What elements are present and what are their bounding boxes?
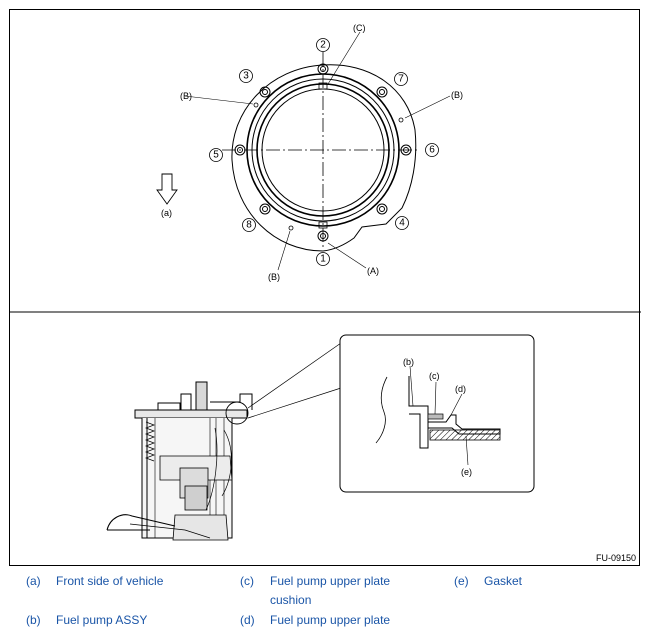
bolt-number-6: 6 xyxy=(429,145,435,156)
detail-view-box xyxy=(339,334,535,493)
fuel-pump-diagram: 1 2 3 4 5 6 7 8 (C) (B) (B) (B) (A) (a) xyxy=(10,23,641,563)
bolt-5 xyxy=(234,144,246,156)
legend: (a) Front side of vehicle (b) Fuel pump … xyxy=(0,570,652,635)
detail-label-d: (d) xyxy=(455,384,466,394)
bolt-6 xyxy=(400,144,412,156)
label-C: (C) xyxy=(353,23,366,33)
label-B-right: (B) xyxy=(451,90,463,100)
bolt-7 xyxy=(376,86,388,98)
label-B-bottom: (B) xyxy=(268,272,280,282)
bolt-number-2: 2 xyxy=(320,40,326,51)
seal-detail xyxy=(375,365,501,466)
legend-item-c: (c) Fuel pump upper plate cushion xyxy=(240,572,440,612)
bolts xyxy=(234,63,412,242)
detail-label-c: (c) xyxy=(429,371,440,381)
detail-label-b: (b) xyxy=(403,357,414,367)
mark-b-left xyxy=(253,102,259,108)
top-view xyxy=(184,31,451,271)
legend-key: (e) xyxy=(454,574,469,588)
detail-label-e: (e) xyxy=(461,467,472,477)
mark-b-bottom xyxy=(288,225,294,231)
diagram-frame: 1 2 3 4 5 6 7 8 (C) (B) (B) (B) (A) (a) xyxy=(9,9,641,566)
front-direction-arrow xyxy=(156,173,178,205)
bolt-8 xyxy=(259,203,271,215)
legend-text: Gasket xyxy=(484,574,523,588)
bolt-number-4: 4 xyxy=(399,218,405,229)
label-B-left: (B) xyxy=(180,91,192,101)
legend-text: Fuel pump upper plate cushion xyxy=(270,574,391,607)
bolt-number-1: 1 xyxy=(320,254,326,265)
bolt-4 xyxy=(376,203,388,215)
legend-key: (c) xyxy=(240,574,254,588)
mark-b-right xyxy=(398,117,404,123)
legend-text: Front side of vehicle xyxy=(56,574,164,588)
label-A: (A) xyxy=(367,266,379,276)
bolt-number-markers xyxy=(209,38,439,266)
fuel-pump-assy-side-view xyxy=(106,381,253,541)
legend-key: (d) xyxy=(240,613,255,627)
bolt-number-8: 8 xyxy=(246,220,252,231)
bolt-number-3: 3 xyxy=(243,71,249,82)
legend-text: Fuel pump ASSY xyxy=(56,613,148,627)
legend-key: (b) xyxy=(26,613,41,627)
bolt-1 xyxy=(317,230,329,242)
legend-text: Fuel pump upper plate xyxy=(270,613,391,627)
label-a: (a) xyxy=(161,208,172,218)
zoom-line-upper xyxy=(247,342,342,409)
bolt-3 xyxy=(259,86,271,98)
bolt-number-5: 5 xyxy=(213,150,219,161)
legend-key: (a) xyxy=(26,574,41,588)
bolt-number-7: 7 xyxy=(398,74,404,85)
figure-code: FU-09150 xyxy=(596,553,636,563)
zoom-line-lower xyxy=(247,387,342,419)
bolt-2 xyxy=(317,63,329,75)
